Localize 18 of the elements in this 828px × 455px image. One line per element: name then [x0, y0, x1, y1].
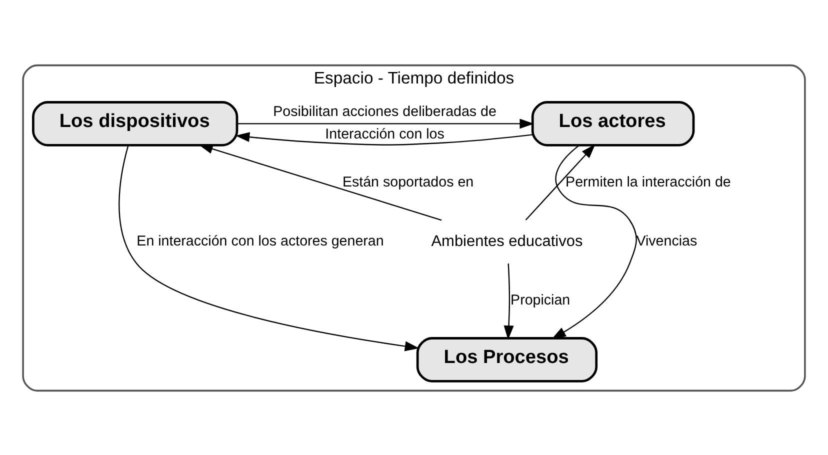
- edge-label: Vivencias: [636, 232, 698, 249]
- arrow: [198, 144, 442, 220]
- arrow: [525, 144, 596, 220]
- arrow: [235, 132, 533, 145]
- edge-label: Posibilitan acciones deliberadas de: [273, 104, 496, 120]
- edge-label: Están soportados en: [342, 174, 474, 190]
- edge-label: Propician: [510, 292, 570, 308]
- edge-label: Interacción con los: [325, 126, 444, 142]
- node-box: Los Procesos: [416, 336, 598, 382]
- arrow: [237, 118, 534, 128]
- node-box: Los actores: [531, 100, 695, 146]
- node-text: Ambientes educativos: [431, 232, 583, 250]
- arrow: [552, 144, 637, 339]
- arrow: [118, 144, 420, 351]
- edge-label: En interacción con los actores generan: [136, 232, 384, 249]
- edge-label: Permiten la interacción de: [566, 174, 731, 190]
- node-box: Los dispositivos: [32, 100, 238, 146]
- arrow: [504, 263, 514, 340]
